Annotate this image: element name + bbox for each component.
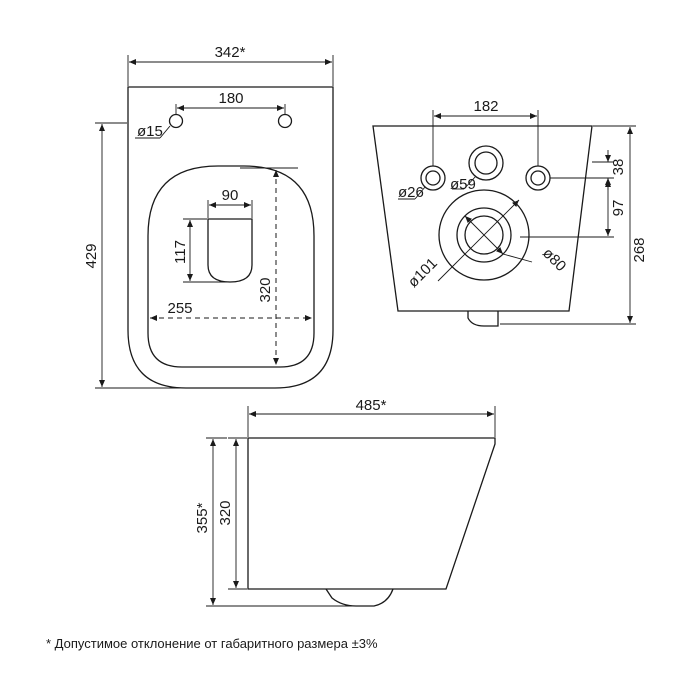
dim-width-overall: 342*	[215, 44, 246, 61]
dim-outlet-depth: 117	[172, 240, 189, 264]
dim-body-height: 320	[217, 500, 234, 525]
side-view: 485* 320 355*	[194, 397, 496, 607]
dim-bowl-width: 255	[167, 300, 192, 317]
bowl-opening	[147, 165, 315, 368]
dim-depth-overall: 429	[83, 243, 100, 268]
inlet-right-inner	[530, 170, 546, 186]
dim-inlet-diameter: ø26	[398, 184, 424, 201]
rear-view-outline	[372, 125, 593, 312]
dim-line-outlet-inner	[464, 215, 504, 255]
dim-hole-diameter: ø15	[137, 123, 163, 140]
dim-line-outlet-outer	[451, 199, 520, 268]
outlet-outer	[438, 189, 530, 281]
dim-length-overall: 485*	[356, 397, 387, 414]
dim-inlet-spacing: 182	[473, 98, 498, 115]
outlet-mid	[456, 207, 512, 263]
dim-water-inlet-diameter: ø59	[450, 176, 476, 193]
top-view: 342* 180 ø15 429 90 117 255 320	[83, 44, 334, 389]
dim-height-overall: 355*	[194, 502, 211, 533]
side-view-foot	[325, 588, 394, 607]
dim-outlet-outer-diameter: ø101	[405, 255, 441, 291]
outlet-shape	[207, 218, 253, 283]
rear-view: 182 38 97 268 ø26 ø59 ø101 ø80	[372, 98, 648, 327]
dim-bowl-depth: 320	[257, 277, 274, 302]
dim-outlet-height: 97	[610, 200, 627, 217]
rear-view-foot	[467, 311, 499, 327]
dim-hole-spacing: 180	[218, 90, 243, 107]
dim-outlet-width: 90	[222, 187, 239, 204]
top-view-outline	[127, 86, 334, 389]
water-inlet-inner	[474, 151, 498, 175]
mount-hole-right	[277, 113, 293, 129]
side-view-outline	[247, 437, 496, 590]
inlet-left-inner	[425, 170, 441, 186]
inlet-right-outer	[525, 165, 551, 191]
inlet-left-outer	[420, 165, 446, 191]
mount-hole-left	[168, 113, 184, 129]
dim-overall-height: 268	[631, 237, 648, 262]
footnote: * Допустимое отклонение от габаритного р…	[46, 636, 378, 651]
dim-inlet-height: 38	[610, 159, 627, 176]
dim-outlet-inner-diameter: ø80	[539, 245, 569, 275]
water-inlet-outer	[468, 145, 504, 181]
